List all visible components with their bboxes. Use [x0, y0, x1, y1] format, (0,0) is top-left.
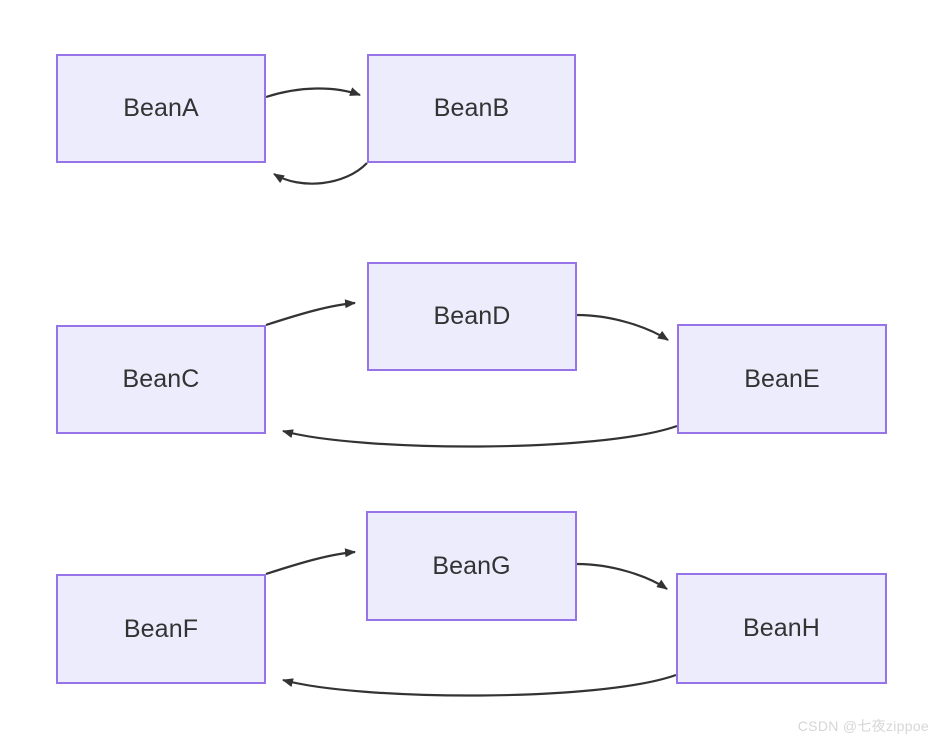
edge-c-to-d — [265, 299, 356, 327]
node-beanc[interactable]: BeanC — [56, 325, 266, 434]
node-beanb[interactable]: BeanB — [367, 54, 576, 163]
node-label-beanf: BeanF — [123, 614, 199, 643]
node-label-beane: BeanE — [744, 364, 820, 393]
node-beane[interactable]: BeanE — [677, 324, 887, 434]
node-beanh[interactable]: BeanH — [676, 573, 887, 684]
node-beanf[interactable]: BeanF — [56, 574, 266, 684]
edge-d-to-e — [576, 313, 669, 341]
watermark-text: CSDN @七夜zippoe — [797, 718, 929, 734]
node-label-beana: BeanA — [123, 94, 199, 122]
edge-a-to-b — [265, 87, 361, 99]
node-label-beand: BeanD — [433, 302, 511, 330]
node-label-beang: BeanG — [432, 551, 511, 580]
edge-b-to-a — [273, 162, 368, 185]
node-label-beanc: BeanC — [122, 365, 200, 393]
edge-e-to-c — [282, 424, 678, 448]
edge-f-to-g — [265, 548, 356, 576]
node-label-beanh: BeanH — [743, 614, 820, 642]
edge-g-to-h — [576, 562, 668, 590]
node-beand[interactable]: BeanD — [367, 262, 577, 371]
node-beang[interactable]: BeanG — [366, 511, 577, 621]
edge-h-to-f — [282, 673, 677, 697]
node-beana[interactable]: BeanA — [56, 54, 266, 163]
node-label-beanb: BeanB — [433, 94, 510, 122]
